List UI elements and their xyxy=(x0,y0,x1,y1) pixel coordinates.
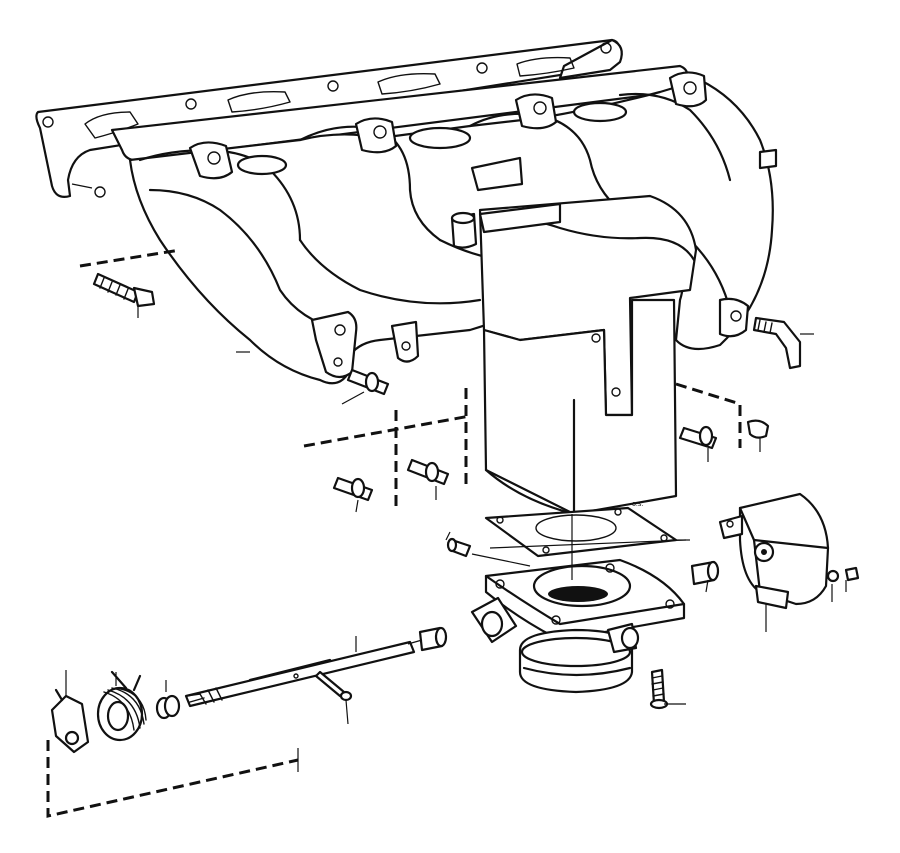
manifold-gasket xyxy=(35,38,623,198)
plenum-housing xyxy=(478,194,698,516)
flange-marking-text: o.s. xyxy=(632,501,643,508)
manifold-screw xyxy=(92,272,156,308)
callout-leaders xyxy=(65,183,847,725)
throttle-body-gasket: o.s. xyxy=(484,501,678,558)
stud-2 xyxy=(332,476,374,502)
dowel-pin xyxy=(446,537,472,558)
intake-manifold xyxy=(110,64,778,385)
assembly-reference-lines xyxy=(46,248,742,818)
return-spring xyxy=(96,670,147,742)
flange-screw xyxy=(649,668,669,710)
sensor-spacer xyxy=(690,560,720,586)
stud-1 xyxy=(346,368,390,396)
throttle-lever xyxy=(50,688,90,754)
throttle-spindle xyxy=(184,640,416,708)
spindle-seal xyxy=(155,694,181,720)
throttle-body xyxy=(470,558,686,694)
spindle-bushing xyxy=(418,626,448,652)
stud-4 xyxy=(678,425,718,450)
throttle-position-sensor xyxy=(718,492,830,610)
cap-nut xyxy=(746,419,770,439)
nut-washer xyxy=(826,566,860,583)
hose-fitting xyxy=(752,316,802,370)
spindle-screw xyxy=(314,670,353,702)
stud-3 xyxy=(406,458,450,486)
